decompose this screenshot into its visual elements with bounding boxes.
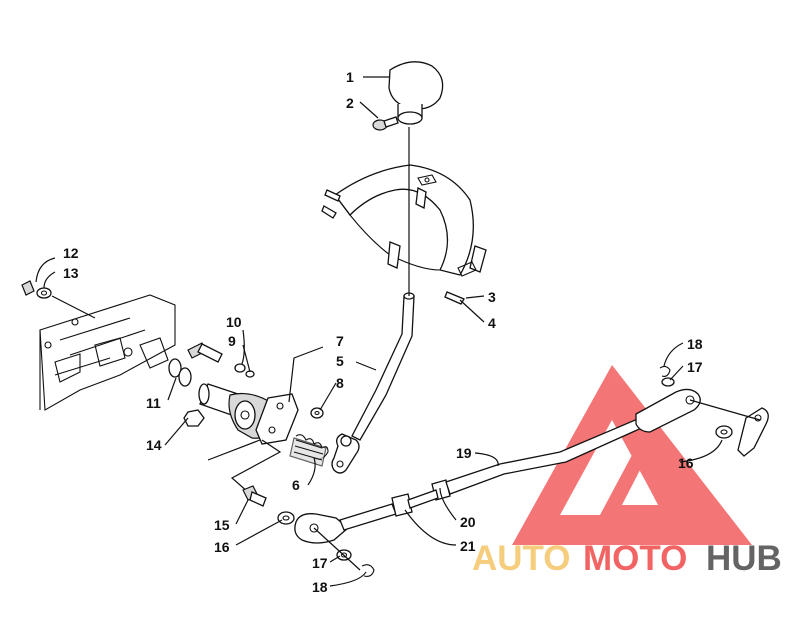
leader-lines: [35, 76, 723, 587]
callout-20: 20: [460, 514, 476, 530]
callout-17-lower: 17: [312, 555, 328, 571]
watermark-text: AUTO MOTO HUB: [472, 539, 782, 578]
callout-15: 15: [214, 517, 230, 533]
callout-16-lower: 16: [214, 539, 230, 555]
callout-10: 10: [226, 314, 242, 330]
callout-13: 13: [63, 265, 79, 281]
watermark-logo: [512, 365, 752, 545]
linkage-rod: [294, 388, 701, 544]
pin-3: [444, 291, 465, 305]
callout-1: 1: [346, 69, 354, 85]
callout-9: 9: [228, 333, 236, 349]
callout-12: 12: [63, 245, 79, 261]
callout-7: 7: [336, 333, 344, 349]
callout-16-right: 16: [678, 455, 694, 471]
bolt-12-washer-13: [21, 280, 96, 319]
callout-18-lower: 18: [312, 579, 328, 595]
callout-17-right: 17: [687, 359, 703, 375]
callout-4: 4: [488, 315, 496, 331]
callout-19: 19: [456, 445, 472, 461]
callout-labels: 1 2 3 4 5 6 7 8 9 10 11 12 13 14 15 16 1…: [63, 69, 703, 595]
pivot-assembly: [168, 342, 329, 493]
right-fasteners: [659, 365, 769, 457]
watermark-auto: AUTO: [472, 539, 571, 578]
callout-8: 8: [336, 375, 344, 391]
watermark-inner-triangle-icon: [600, 440, 680, 515]
callout-2: 2: [346, 95, 354, 111]
callout-14: 14: [146, 437, 162, 453]
callout-21: 21: [460, 538, 476, 554]
knob-screw: [372, 116, 399, 131]
callout-5: 5: [336, 353, 344, 369]
bolt-15-washer-16: [242, 485, 295, 525]
shift-knob: [388, 61, 444, 125]
watermark-moto: MOTO: [583, 539, 687, 578]
callout-6: 6: [292, 477, 300, 493]
watermark-hub: HUB: [706, 539, 782, 578]
callout-3: 3: [488, 289, 496, 305]
shift-lever: [331, 292, 415, 474]
callout-18-right: 18: [687, 336, 703, 352]
shift-boot-cover: [321, 164, 487, 277]
callout-11: 11: [146, 395, 161, 411]
frame-bracket: [39, 294, 176, 411]
lower-fasteners: [313, 527, 375, 577]
